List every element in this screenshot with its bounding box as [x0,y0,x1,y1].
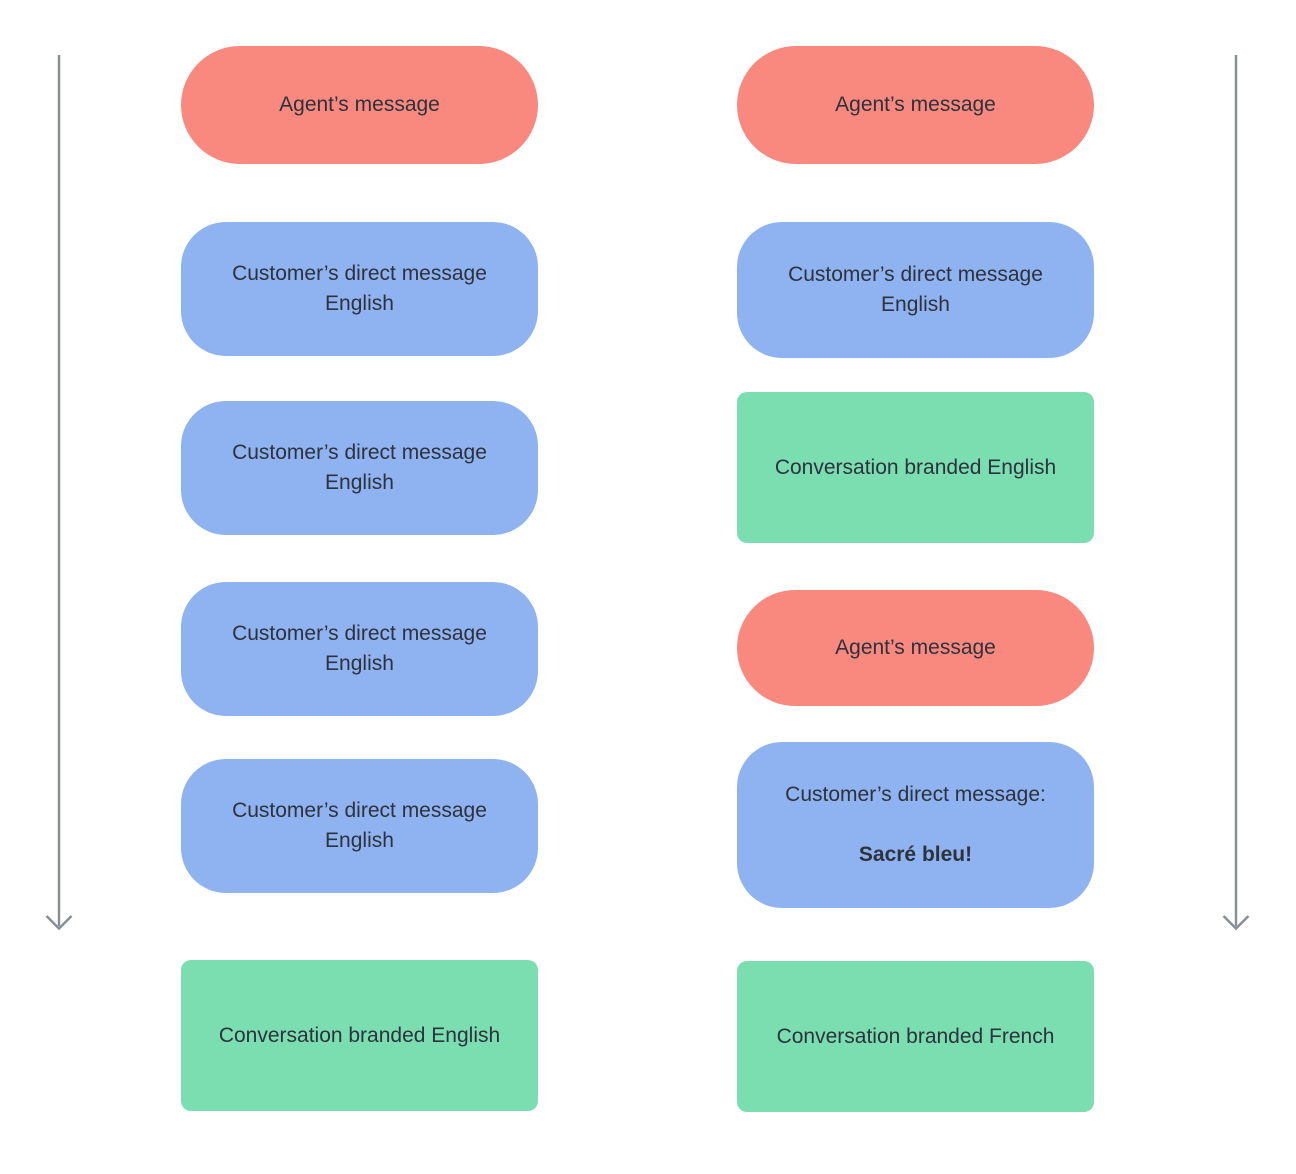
bubble-text-line: Customer’s direct message [232,441,487,464]
bubble-text-line: Customer’s direct message [788,263,1043,286]
bubble-text-line: English [325,292,394,315]
bubble-agent-message: Agent’s message [737,590,1094,706]
bubble-text-line: Customer’s direct message [232,799,487,822]
bubble-text-line: Agent’s message [279,93,440,116]
bubble-text-line: English [881,293,950,316]
bubble-text-line: English [325,829,394,852]
bubble-branded-conversation: Conversation branded English [181,960,538,1111]
arrow-down-icon [1222,55,1250,931]
bubble-customer-message: Customer’s direct message English [181,222,538,356]
bubble-branded-conversation: Conversation branded English [737,392,1094,543]
timeline-arrow-right [1221,54,1251,936]
bubble-text-line: Customer’s direct message: [785,783,1046,806]
bubble-text-line-emphasis: Sacré bleu! [858,843,973,866]
bubble-text-line: Conversation branded French [776,1024,1055,1048]
bubble-customer-message: Customer’s direct message English [181,759,538,893]
bubble-customer-message: Customer’s direct message: Sacré bleu! [737,742,1094,908]
bubble-text-line: English [325,471,394,494]
bubble-agent-message: Agent’s message [181,46,538,164]
bubble-text-line: Customer’s direct message [232,622,487,645]
bubble-text-line: English [325,652,394,675]
bubble-branded-conversation: Conversation branded French [737,961,1094,1112]
bubble-text-line: Agent’s message [835,93,996,116]
bubble-text-line: Conversation branded English [774,455,1057,479]
bubble-agent-message: Agent’s message [737,46,1094,164]
bubble-text-line: Customer’s direct message [232,262,487,285]
bubble-text-line: Conversation branded English [218,1023,501,1047]
bubble-customer-message: Customer’s direct message English [737,222,1094,358]
bubble-text-line: Agent’s message [835,636,996,659]
bubble-customer-message: Customer’s direct message English [181,582,538,716]
arrow-down-icon [45,55,73,931]
timeline-arrow-left [44,54,74,936]
bubble-customer-message: Customer’s direct message English [181,401,538,535]
